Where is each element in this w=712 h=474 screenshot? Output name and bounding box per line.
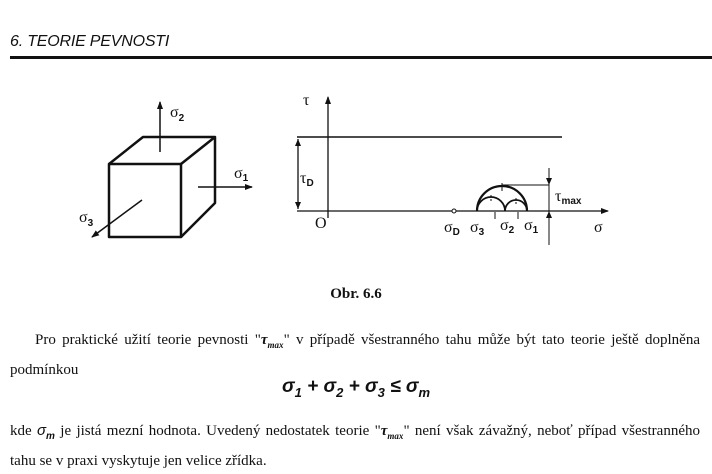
tau-d-label: τD [300, 170, 314, 189]
sigma1-point-label: σ1 [524, 217, 539, 236]
figure-caption: Obr. 6.6 [330, 286, 382, 302]
tau-axis-label: τ [303, 92, 310, 109]
origin-label: O [315, 215, 327, 232]
sigma2-label: σ2 [170, 104, 185, 124]
header-rule [10, 56, 712, 59]
sigma3-arrow [91, 199, 143, 238]
mohr-circle-32 [476, 196, 506, 212]
sigma3-point-label: σ3 [470, 219, 485, 238]
sigma-axis-label: σ [594, 219, 603, 236]
sigma1-label: σ1 [234, 165, 249, 184]
paragraph-2: kde σm je jistá mezní hodnota. Uvedený n… [10, 422, 700, 469]
mohr-circle-21 [504, 199, 528, 212]
paragraph-1: Pro praktické užití teorie pevnosti "τma… [10, 332, 700, 378]
sigma-d-point [451, 208, 457, 214]
sigma2-point-label: σ2 [500, 217, 515, 236]
equation: σ1 + σ2 + σ3 ≤ σm [281, 376, 430, 400]
sigma-d-label: σD [444, 219, 460, 238]
tau-max-label: τmax [555, 188, 582, 207]
sigma3-label: σ3 [79, 209, 94, 229]
chapter-title: 6. TEORIE PEVNOSTI [10, 33, 170, 50]
mohr-diagram: τ σ O τD σD τmax σ3 σ2 σ1 [295, 92, 609, 245]
figure-6-6: σ2 σ1 σ3 τ σ O τD σD τmax σ3 [79, 92, 609, 245]
stress-cube [107, 135, 217, 239]
